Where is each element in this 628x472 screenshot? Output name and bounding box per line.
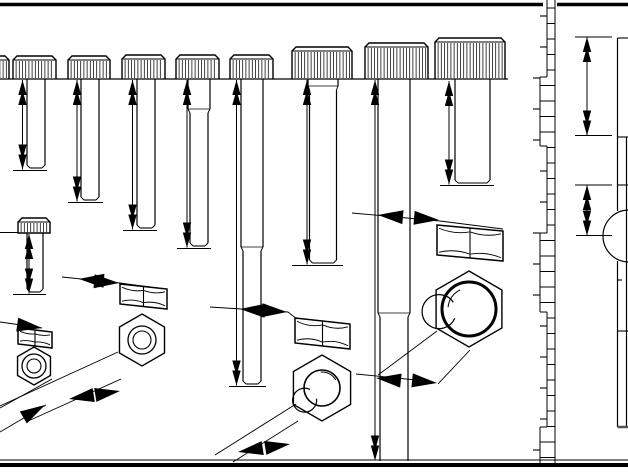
dimension-arrowhead — [411, 373, 437, 388]
knurling-hatch — [15, 61, 52, 78]
dimension-arrowhead — [94, 387, 120, 402]
dimension-arrowhead — [413, 210, 439, 225]
dimension-arrowhead — [16, 317, 42, 332]
hex-nut-side-large — [436, 224, 504, 262]
screw-9 — [434, 37, 506, 186]
knurling-hatch — [70, 61, 107, 78]
screw-4 — [121, 54, 166, 231]
screw-shank — [80, 79, 100, 201]
length-dimension — [302, 80, 312, 265]
screw-head — [434, 37, 506, 79]
dim-nut-side-small — [0, 317, 43, 332]
dimension-arrowhead — [69, 388, 95, 403]
screw-head — [364, 42, 429, 79]
screw-shank — [377, 79, 411, 461]
length-dimension — [72, 80, 82, 202]
hex-nut-top-a — [118, 313, 166, 367]
knurling-hatch — [20, 223, 48, 232]
length-dimension — [182, 80, 192, 248]
screw-head — [175, 54, 220, 79]
hex-nut-top-b — [292, 354, 352, 422]
length-dimension — [370, 80, 380, 461]
length-dimension — [128, 80, 137, 230]
length-dimension — [444, 81, 454, 185]
small-screw — [0, 217, 51, 295]
dimension-arrowhead — [240, 303, 266, 318]
screw-shank — [307, 79, 339, 264]
dim-nut-top-large — [355, 330, 471, 388]
screw-head — [0, 55, 10, 79]
screw-3 — [67, 55, 111, 203]
dimension-arrowhead — [93, 274, 119, 289]
screw-shank — [26, 79, 46, 169]
screw-7 — [291, 46, 353, 266]
knurling-hatch — [124, 60, 161, 78]
screw-head — [12, 55, 57, 79]
dim-nut-side-b — [209, 303, 298, 320]
knurling-hatch — [232, 60, 269, 78]
hex-nut-top-large — [421, 270, 503, 348]
knurling-hatch — [294, 52, 350, 78]
screw-shank — [187, 79, 211, 247]
height-dimension — [582, 37, 592, 136]
screw-head — [291, 46, 353, 79]
screw-5 — [175, 54, 220, 249]
screw-head — [229, 54, 274, 79]
dim-nut-top-small — [0, 378, 53, 433]
right-partial-view — [575, 36, 628, 429]
dim-nut-side-large — [351, 210, 504, 230]
dimension-arrowhead — [261, 303, 287, 318]
length-dimension — [24, 234, 34, 294]
screw-shank — [136, 79, 156, 229]
dim-nut-top-a — [0, 351, 122, 423]
knurling-hatch — [178, 60, 215, 78]
screw-head — [17, 217, 51, 234]
screw-head — [67, 55, 111, 79]
dimension-arrowhead — [378, 210, 404, 225]
screw-shank — [240, 79, 264, 385]
dim-nut-side-a — [61, 273, 167, 290]
hex-nut-side-a — [119, 283, 168, 310]
screw-head — [121, 54, 166, 79]
hex-nut-side-b — [294, 317, 351, 350]
hex-nut-side-small — [17, 327, 53, 349]
height-dimension — [582, 185, 592, 236]
screw-2 — [12, 55, 57, 171]
knurling-hatch — [0, 61, 7, 78]
length-dimension — [232, 80, 241, 386]
knurling-hatch — [437, 43, 503, 78]
dim-nut-top-b — [214, 403, 299, 463]
knurling-hatch — [367, 48, 427, 78]
screw-shank — [454, 79, 491, 184]
dimension-arrowhead — [264, 440, 290, 455]
dimension-arrowhead — [19, 405, 45, 424]
screw-8 — [364, 42, 429, 461]
thread-scale-strip — [533, 0, 556, 463]
hex-nut-top-small — [16, 346, 52, 386]
dimension-arrowhead — [376, 373, 402, 388]
length-dimension — [18, 80, 27, 170]
dimension-arrowhead — [238, 441, 264, 456]
screw-1-clipped — [0, 55, 10, 79]
screw-6 — [229, 54, 274, 387]
